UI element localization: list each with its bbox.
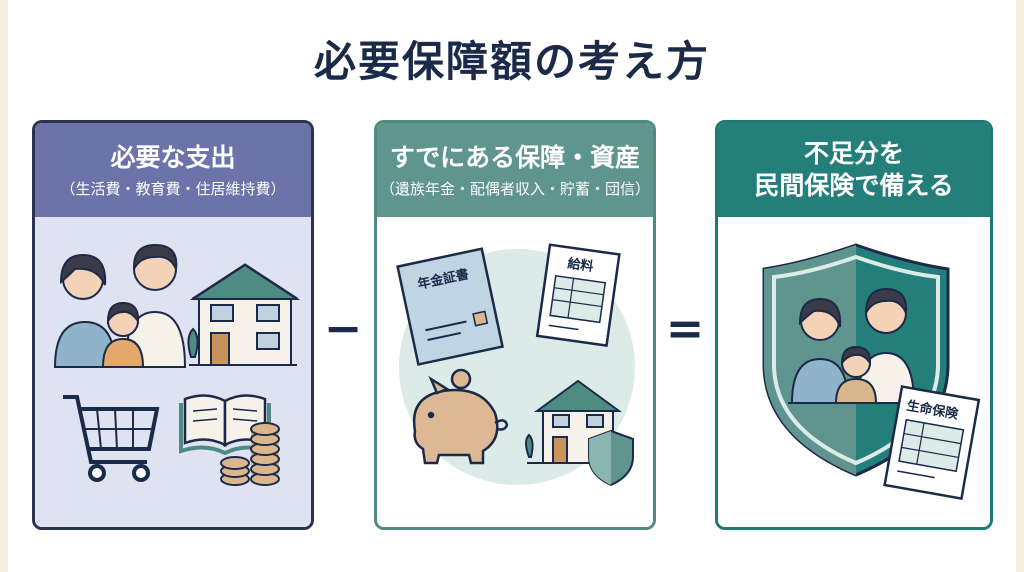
piggy-bank-icon [412, 368, 509, 465]
assets-illustration: 年金証書 給料 [396, 243, 635, 487]
panel-header: 不足分を 民間保険で備える [718, 123, 990, 217]
equals-operator: = [665, 301, 705, 355]
page-title: 必要保障額の考え方 [313, 37, 710, 86]
shopping-cart-icon [63, 395, 160, 482]
insurance-illustration: 生命保険 [762, 243, 981, 501]
panel-title-line1: 不足分を [803, 139, 904, 168]
coins-icon [220, 422, 280, 486]
panel-header: 必要な支出 （生活費・教育費・住居維持費） [35, 123, 311, 217]
pension-certificate-icon: 年金証書 [396, 247, 504, 366]
panel-body [35, 217, 311, 527]
family-icon [53, 243, 187, 368]
panel-subtitle: （遺族年金・配偶者収入・貯蓄・団信） [379, 179, 650, 198]
panel-body: 生命保険 [718, 217, 990, 527]
house-icon [187, 263, 301, 366]
panel-title: すでにある保障・資産 [389, 142, 641, 172]
minus-operator: − [323, 301, 363, 355]
expenses-illustration [53, 243, 301, 486]
panel-private-insurance: 不足分を 民間保険で備える [715, 120, 993, 530]
panel-title-line2: 民間保険で備える [754, 171, 954, 200]
family-icon [788, 287, 918, 404]
panel-title: 必要な支出 [110, 142, 236, 172]
salary-slip-label: 給料 [566, 255, 594, 274]
panel-body: 年金証書 給料 [377, 217, 653, 527]
panel-subtitle: （生活費・教育費・住居維持費） [60, 179, 286, 198]
panel-header: すでにある保障・資産 （遺族年金・配偶者収入・貯蓄・団信） [377, 123, 653, 217]
panel-existing-assets: すでにある保障・資産 （遺族年金・配偶者収入・貯蓄・団信） 年金証書 給料 [374, 120, 656, 530]
salary-slip-icon: 給料 [535, 243, 621, 347]
panel-required-expenses: 必要な支出 （生活費・教育費・住居維持費） [32, 120, 314, 530]
shield-icon [588, 429, 634, 487]
life-insurance-document-icon: 生命保険 [883, 385, 981, 501]
